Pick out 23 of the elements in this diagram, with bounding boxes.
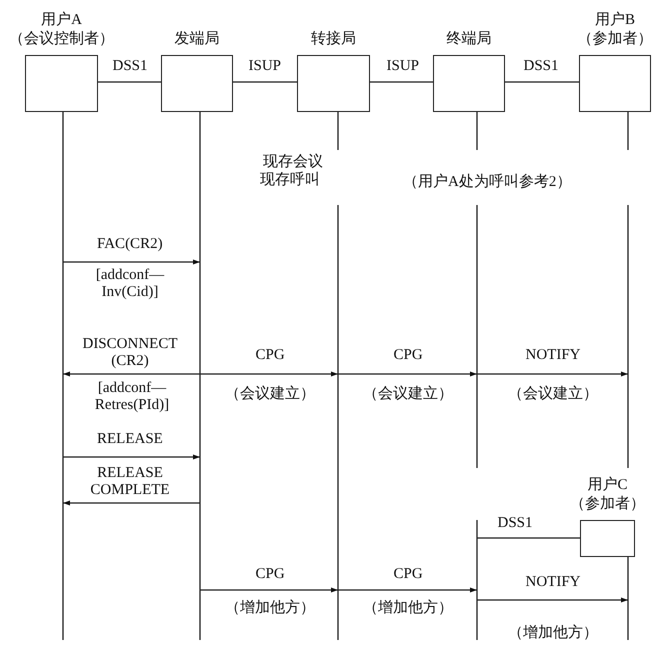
participant-label: 终端局 [446, 30, 492, 49]
connector-line [233, 81, 297, 83]
connector-line [505, 81, 579, 83]
message-arrow [338, 588, 477, 592]
participant-label: 用户B（参加者） [578, 11, 652, 49]
message-label: FAC(CR2) [95, 236, 165, 253]
message-arrow [338, 372, 477, 376]
message-arrow [63, 260, 200, 264]
message-arrow [63, 454, 200, 460]
note-text: 现存会议 [261, 154, 325, 171]
connector-line [98, 81, 161, 83]
message-arrow [200, 588, 338, 592]
message-arrow [200, 372, 338, 376]
message-arrow [63, 500, 200, 506]
participant-label: 发端局 [174, 30, 220, 49]
connector-line [477, 537, 580, 539]
message-arrow [477, 372, 628, 376]
message-arrow [63, 372, 200, 376]
participant-label: 转接局 [311, 30, 356, 49]
participant-label: 用户A（会议控制者） [9, 11, 114, 49]
message-arrow [477, 598, 628, 602]
connector-line [370, 81, 433, 83]
participant-label: 用户C（参加者） [570, 476, 645, 514]
